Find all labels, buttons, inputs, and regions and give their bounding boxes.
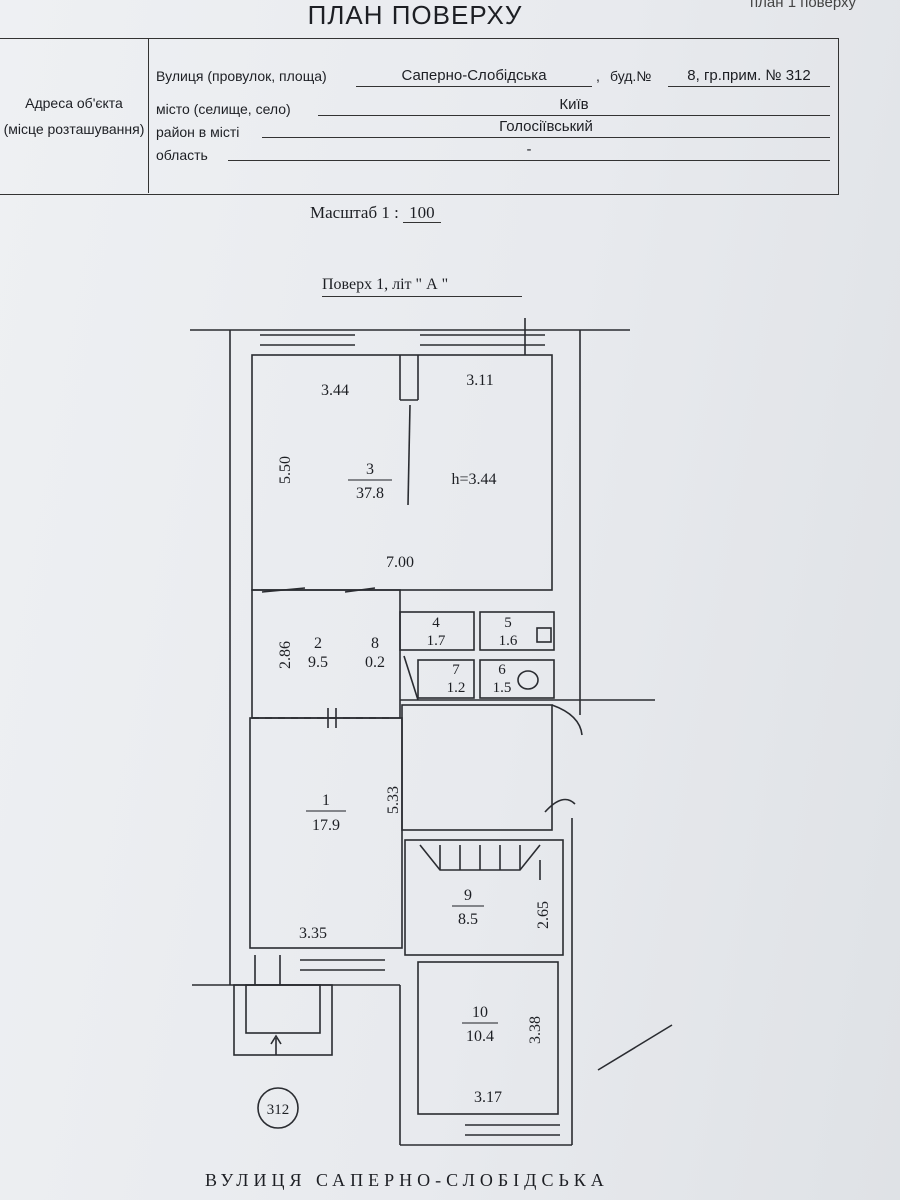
dim-700: 7.00 bbox=[386, 554, 414, 571]
room-2-area: 9.5 bbox=[308, 654, 328, 671]
dim-550: 5.50 bbox=[277, 456, 294, 484]
address-label: Адреса об'єкта bbox=[25, 94, 123, 111]
room-4-id: 4 bbox=[432, 615, 440, 631]
room-1-id: 1 bbox=[322, 792, 330, 809]
room-9-area: 8.5 bbox=[458, 911, 478, 928]
scale-value: 100 bbox=[403, 203, 441, 223]
dim-338: 3.38 bbox=[527, 1016, 544, 1044]
address-sublabel: (місце розташування) bbox=[3, 120, 145, 137]
dim-533: 5.33 bbox=[385, 786, 402, 814]
street-caption: ВУЛИЦЯ САПЕРНО-СЛОБІДСЬКА bbox=[205, 1170, 609, 1190]
room-3-area: 37.8 bbox=[356, 485, 384, 502]
entrance-number: 312 bbox=[267, 1102, 290, 1118]
street-value: Саперно-Слобідська bbox=[356, 66, 592, 87]
address-table bbox=[0, 38, 839, 195]
room-8-id: 8 bbox=[371, 635, 379, 652]
scale-label: Масштаб 1 : bbox=[310, 203, 399, 222]
district-label: район в місті bbox=[156, 124, 240, 140]
district-value: Голосіївський bbox=[262, 117, 830, 138]
floor-label: Поверх 1, літ " А " bbox=[322, 276, 522, 297]
room-6-id: 6 bbox=[498, 662, 506, 678]
page-title: ПЛАН ПОВЕРХУ bbox=[307, 0, 523, 30]
room-5-id: 5 bbox=[504, 615, 512, 631]
room-2-id: 2 bbox=[314, 635, 322, 652]
dim-265: 2.65 bbox=[535, 901, 552, 929]
scale-caption: Масштаб 1 : 100 bbox=[310, 203, 441, 223]
room-10-id: 10 bbox=[472, 1004, 488, 1021]
dim-335: 3.35 bbox=[299, 925, 327, 942]
room-3-id: 3 bbox=[366, 461, 374, 478]
room-9-id: 9 bbox=[464, 887, 472, 904]
dim-344: 3.44 bbox=[321, 382, 349, 399]
street-label: Вулиця (провулок, площа) bbox=[156, 68, 327, 84]
building-label: буд.№ bbox=[610, 68, 652, 84]
region-value: - bbox=[228, 140, 830, 161]
dim-311: 3.11 bbox=[466, 372, 493, 389]
room-4-area: 1.7 bbox=[427, 633, 446, 649]
dim-286: 2.86 bbox=[277, 641, 294, 669]
room-7-id: 7 bbox=[452, 662, 460, 678]
room-7-area: 1.2 bbox=[447, 680, 466, 696]
city-label: місто (селище, село) bbox=[156, 101, 291, 117]
region-label: область bbox=[156, 147, 208, 163]
building-value: 8, гр.прим. № 312 bbox=[668, 66, 830, 87]
room-5-area: 1.6 bbox=[499, 633, 518, 649]
room-6-area: 1.5 bbox=[493, 680, 512, 696]
dim-317: 3.17 bbox=[474, 1089, 502, 1106]
corner-note: план 1 поверху bbox=[750, 0, 856, 11]
height-label: h=3.44 bbox=[451, 471, 496, 488]
room-10-area: 10.4 bbox=[466, 1028, 494, 1045]
room-8-area: 0.2 bbox=[365, 654, 385, 671]
room-1-area: 17.9 bbox=[312, 817, 340, 834]
city-value: Київ bbox=[318, 95, 830, 116]
address-label-cell: Адреса об'єкта (місце розташування) bbox=[0, 38, 149, 193]
